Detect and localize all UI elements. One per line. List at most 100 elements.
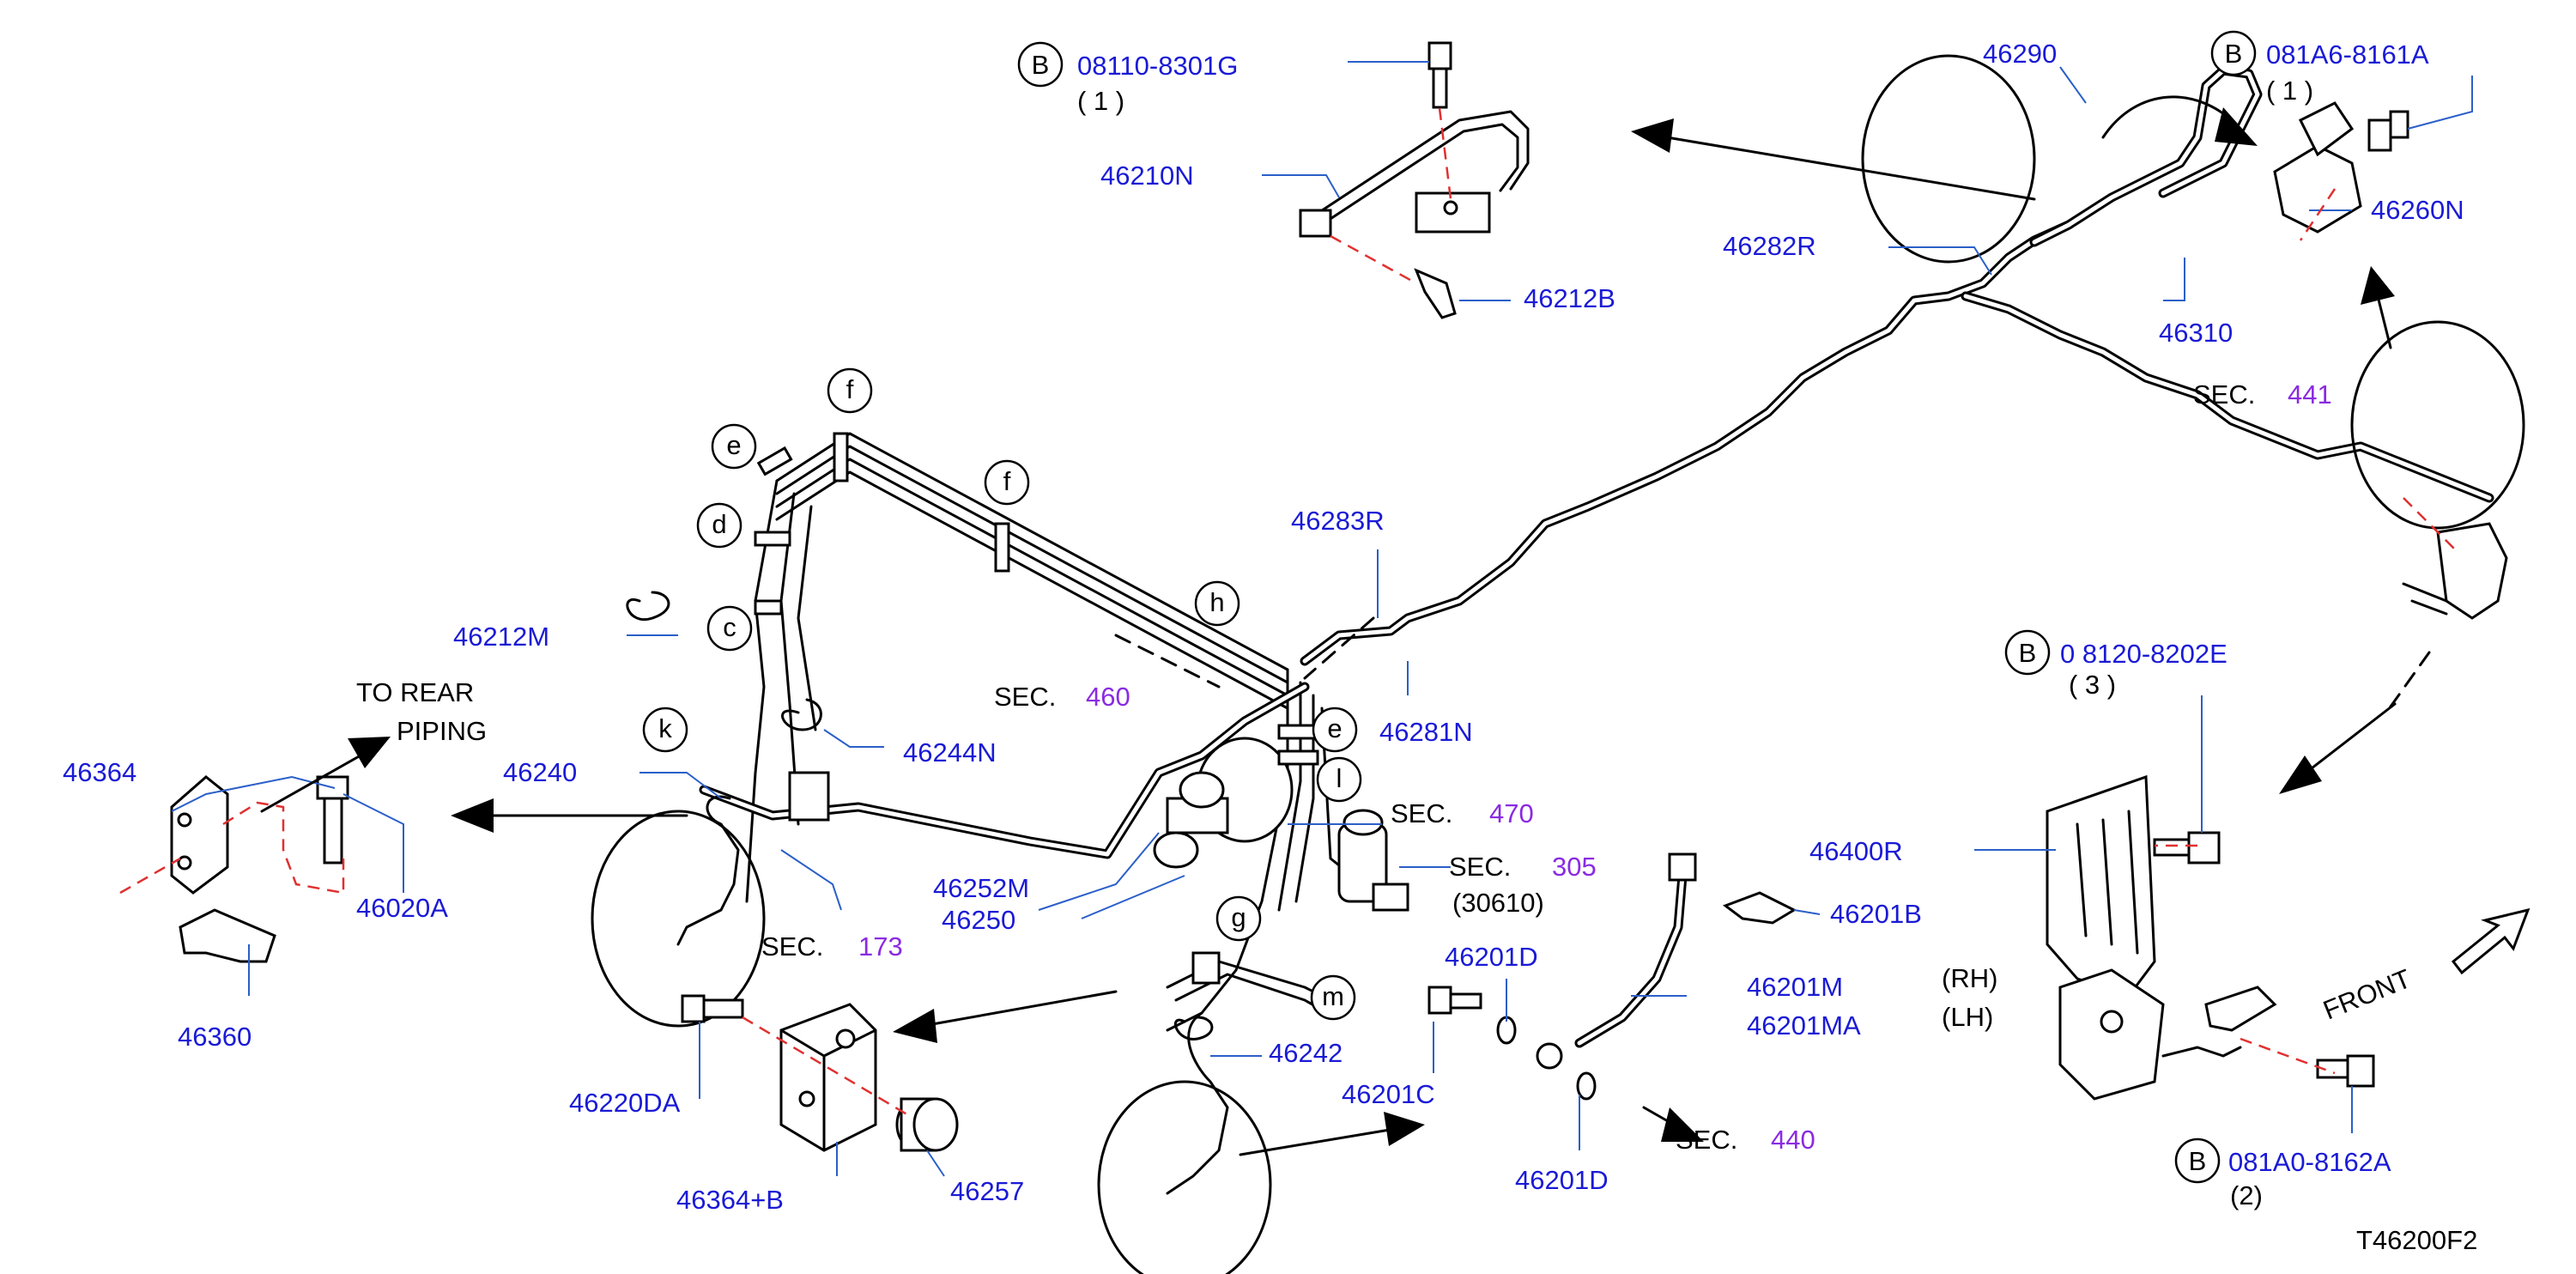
bolt-marker-letter: B: [2225, 39, 2243, 69]
section-ref-441: SEC. 441: [2193, 379, 2332, 410]
bolt-qty: ( 1 ): [2266, 76, 2313, 106]
section-ref-470: SEC. 470: [1391, 798, 1534, 828]
bolt-qty: ( 1 ): [1077, 86, 1124, 116]
svg-text:e: e: [726, 430, 741, 460]
part-label: 46364+B: [676, 1185, 784, 1215]
bolt-marker-b: [2174, 1138, 2221, 1184]
arrows: [260, 95, 2531, 1156]
clip-callout-l: l: [1316, 756, 1362, 803]
part-label: 46250: [942, 905, 1015, 935]
to-rear-label-line2: PIPING: [397, 716, 487, 746]
bolt-081a0-8162a: [2316, 1054, 2375, 1088]
bolt-spec-08120-8202e: B 0 8120-8202E ( 3 ): [2004, 629, 2227, 700]
junction-block-46364b: [779, 1003, 877, 1152]
part-label: 46212B: [1524, 283, 1615, 313]
part-label: 46281N: [1379, 717, 1473, 747]
bolt-marker-b: [2004, 629, 2051, 676]
part-label: 46201B: [1830, 899, 1922, 929]
rh-label: (RH): [1942, 963, 1997, 993]
section-label: SEC.: [2193, 379, 2255, 410]
lh-label: (LH): [1942, 1002, 1993, 1032]
part-label: 46240: [503, 757, 577, 787]
clip-callout-c: c: [706, 605, 753, 652]
part-label: 46201M: [1747, 972, 1843, 1002]
part-label: 46210N: [1100, 161, 1194, 191]
part-label: 46201C: [1342, 1079, 1435, 1109]
master-cylinder: [1153, 737, 1294, 869]
section-ref-440: SEC. 440: [1676, 1125, 1815, 1155]
part-label: 46310: [2159, 318, 2233, 348]
bolt-marker-b: [2210, 30, 2257, 76]
part-label: 46360: [178, 1022, 252, 1052]
part-label: 46201D: [1515, 1165, 1609, 1195]
part-labels: 46210N 46212B 46290 46260N 46282R 46310 …: [63, 39, 2464, 1215]
bracket-46360: [179, 908, 276, 963]
leader-lines: [171, 61, 2473, 1177]
part-label: 46201D: [1445, 942, 1538, 972]
dashed-guide-lines: [119, 107, 2456, 1118]
section-number: 441: [2288, 379, 2332, 410]
clip-callouts: f e f d c h k e: [642, 367, 1362, 1021]
clip-callout-e: e: [711, 423, 757, 470]
svg-text:k: k: [658, 713, 672, 743]
clip-callout-h: h: [1194, 580, 1240, 627]
bolt-marker-letter: B: [1032, 50, 1050, 80]
section-sub: (30610): [1452, 888, 1544, 918]
svg-text:m: m: [1322, 981, 1344, 1011]
diagram-code: T46200F2: [2356, 1225, 2477, 1255]
clip-callout-m: m: [1310, 974, 1356, 1021]
clip-callout-f: f: [827, 367, 873, 414]
svg-text:e: e: [1327, 713, 1342, 743]
part-label: 46201MA: [1747, 1010, 1861, 1040]
bolt-46220da: [681, 994, 744, 1023]
part-label: 46364: [63, 757, 136, 787]
section-ref-305: SEC. 305 (30610): [1449, 852, 1597, 918]
part-label: 46020A: [356, 893, 448, 923]
brake-hose-46201m: [1427, 852, 1697, 1101]
bolt-46020a: [316, 775, 349, 864]
section-number: 440: [1771, 1125, 1815, 1155]
part-label: 46290: [1983, 39, 2057, 69]
part-label: 46212M: [453, 622, 549, 652]
clip-46201b: [1722, 891, 1797, 925]
clip-callout-e: e: [1312, 707, 1358, 753]
to-rear-label-line1: TO REAR: [356, 677, 474, 707]
svg-text:c: c: [723, 612, 736, 642]
bolt-marker-b: [1017, 41, 1064, 88]
misc-labels: (RH) (LH) TO REAR PIPING FRONT T46200F2: [356, 677, 2477, 1255]
section-number: 470: [1489, 798, 1534, 828]
section-ref-173: SEC. 173: [761, 931, 903, 962]
section-ref-460: SEC. 460: [994, 682, 1130, 712]
section-label: SEC.: [1676, 1125, 1737, 1155]
section-number: 305: [1552, 852, 1597, 882]
section-refs: SEC. 441 SEC. 460 SEC. 470 SEC. 305 (306…: [761, 379, 2332, 1155]
part-label: 46252M: [933, 873, 1029, 903]
clip-callout-f: f: [984, 459, 1030, 506]
section-number: 460: [1086, 682, 1130, 712]
svg-text:h: h: [1209, 587, 1224, 617]
bolt-code: 0 8120-8202E: [2060, 639, 2227, 669]
svg-text:l: l: [1336, 763, 1343, 793]
section-number: 173: [858, 931, 903, 962]
section-label: SEC.: [994, 682, 1056, 712]
bolt-qty: (2): [2230, 1180, 2263, 1210]
svg-text:d: d: [712, 509, 726, 539]
bolt-marker-letter: B: [2189, 1146, 2207, 1176]
part-label: 46242: [1269, 1038, 1343, 1068]
part-label: 46283R: [1291, 506, 1385, 536]
svg-text:f: f: [846, 374, 854, 404]
section-label: SEC.: [1391, 798, 1452, 828]
bolt-marker-letter: B: [2019, 638, 2037, 668]
part-label: 46400R: [1809, 836, 1903, 866]
bolt-spec-081a6-8161a: B 081A6-8161A ( 1 ): [2210, 30, 2429, 106]
pipe-clips: [626, 432, 1319, 1040]
bolt-code: 081A6-8161A: [2266, 39, 2429, 70]
bolt-code: 081A0-8162A: [2228, 1147, 2391, 1177]
front-label: FRONT: [2319, 963, 2415, 1025]
clip-callout-g: g: [1215, 895, 1262, 942]
section-label: SEC.: [761, 931, 823, 962]
connector-46364: [170, 775, 229, 895]
clip-46212b: [1414, 268, 1457, 319]
part-label: 46260N: [2371, 195, 2464, 225]
